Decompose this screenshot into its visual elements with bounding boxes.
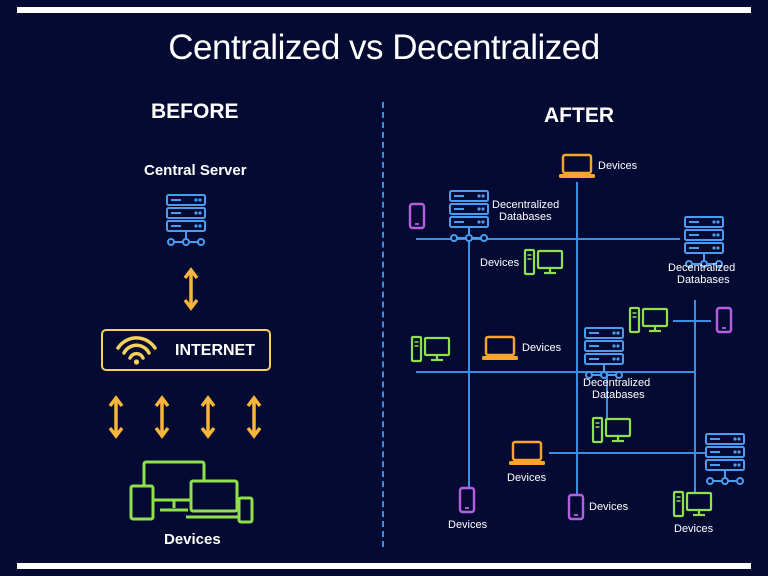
- network-lines: [416, 182, 711, 494]
- internet-box: [101, 329, 271, 371]
- central-server-icon: [166, 194, 206, 246]
- desktop-right-icon: [628, 306, 669, 334]
- label-devices-bottommid: Devices: [589, 501, 629, 513]
- after-heading: AFTER: [544, 104, 614, 127]
- top-border-bar: [17, 7, 751, 13]
- laptop-top-icon: [557, 153, 597, 180]
- label-db-topleft-1: Decentralized: [492, 199, 560, 211]
- label-devices-laptop-mid: Devices: [522, 342, 562, 354]
- page-title: Centralized vs Decentralized: [168, 28, 600, 67]
- before-heading: BEFORE: [151, 100, 239, 123]
- server-internet-arrow-icon: [183, 268, 199, 310]
- label-db-right-1: Decentralized: [668, 262, 736, 274]
- phone-bottomleft-icon: [458, 486, 476, 514]
- internet-device-arrow-1-icon: [108, 396, 124, 438]
- desktop-midleft-icon: [523, 248, 564, 276]
- section-divider: [382, 102, 384, 547]
- label-devices-bottomright: Devices: [674, 523, 714, 535]
- devices-label-before: Devices: [164, 531, 221, 548]
- phone-topleft-icon: [408, 202, 426, 230]
- desktop-left-icon: [410, 335, 451, 363]
- internet-device-arrow-4-icon: [246, 396, 262, 438]
- desktop-lowcenter-icon: [591, 416, 632, 444]
- label-db-center-2: Databases: [592, 389, 645, 401]
- wifi-icon: [116, 336, 157, 365]
- internet-device-arrow-3-icon: [200, 396, 216, 438]
- internet-device-arrow-2-icon: [154, 396, 170, 438]
- label-db-topleft-2: Databases: [499, 211, 552, 223]
- devices-group-icon: [129, 460, 254, 524]
- label-devices-midleft: Devices: [480, 257, 520, 269]
- internet-label: INTERNET: [175, 342, 255, 359]
- phone-bottommid-icon: [567, 493, 585, 521]
- label-db-right-2: Databases: [677, 274, 730, 286]
- laptop-mid-icon: [480, 335, 520, 362]
- label-devices-bottomleft: Devices: [448, 519, 488, 531]
- bottom-border-bar: [17, 563, 751, 569]
- database-topleft-icon: [449, 190, 489, 242]
- desktop-bottomright-icon: [672, 490, 713, 518]
- laptop-low-icon: [507, 440, 547, 467]
- database-center-icon: [584, 327, 624, 379]
- database-bottomright-icon: [705, 433, 745, 485]
- label-db-center-1: Decentralized: [583, 377, 651, 389]
- phone-right-icon: [715, 306, 733, 334]
- database-right-icon: [684, 216, 724, 268]
- label-devices-laptop-low: Devices: [507, 472, 547, 484]
- central-server-label: Central Server: [144, 162, 247, 179]
- label-devices-top: Devices: [598, 160, 638, 172]
